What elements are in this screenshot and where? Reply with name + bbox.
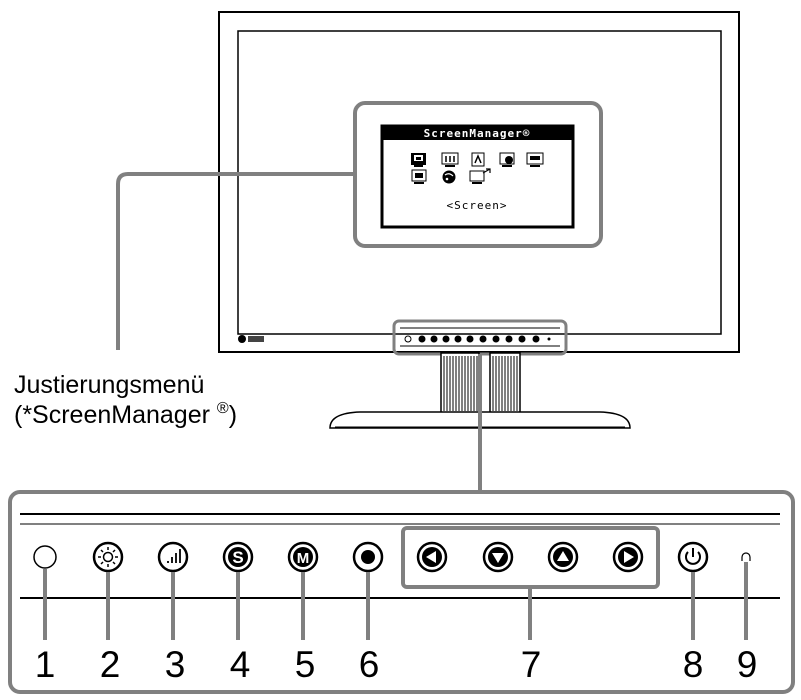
power-button[interactable] — [677, 541, 709, 573]
control-panel-detail: S M — [8, 490, 795, 694]
s-button-icon: S — [232, 548, 243, 567]
menu-icon-color[interactable] — [441, 152, 459, 167]
brightness-icon — [98, 547, 118, 567]
menu-icon-information[interactable] — [411, 169, 427, 184]
arrow-left-icon — [426, 551, 436, 563]
arrow-down-button[interactable] — [482, 541, 514, 573]
callout-number-1: 1 — [35, 644, 56, 685]
screenmanager-title: ScreenManager® — [424, 127, 531, 140]
menu-icon-screen[interactable] — [411, 153, 426, 167]
callout-number-6: 6 — [359, 644, 380, 685]
callout-number-5: 5 — [295, 644, 316, 685]
selected-menu-label: <Screen> — [447, 199, 508, 212]
signal-button[interactable] — [157, 541, 189, 573]
menu-icon-others[interactable] — [526, 152, 544, 167]
callout-number-4: 4 — [230, 644, 251, 685]
arrow-up-icon — [557, 551, 569, 561]
arrow-down-icon — [492, 553, 504, 563]
monitor — [218, 11, 740, 429]
arrow-right-button[interactable] — [612, 541, 644, 573]
sensor-icon — [33, 545, 57, 569]
arrow-buttons-highlight — [401, 526, 660, 589]
arrow-right-icon — [624, 551, 634, 563]
number-leader-lines — [43, 562, 748, 640]
screenmanager-title-bar — [382, 126, 573, 140]
enter-button[interactable] — [352, 541, 384, 573]
menu-icon-language[interactable] — [442, 170, 456, 184]
signal-icon — [167, 549, 181, 563]
callout-number-2: 2 — [100, 644, 121, 685]
callout-number-3: 3 — [165, 644, 186, 685]
menu-icon-power-manager[interactable] — [469, 168, 491, 184]
mode-button[interactable]: M — [287, 541, 319, 573]
s-button[interactable]: S — [222, 541, 254, 573]
screenmanager-highlight: ScreenManager® — [353, 101, 603, 248]
callout-number-7: 7 — [521, 644, 542, 685]
menu-icon-pip[interactable] — [499, 152, 515, 167]
arrow-up-button[interactable] — [547, 541, 579, 573]
callout-line-2: (*ScreenManager ®) — [14, 400, 237, 429]
callout-leader-line — [116, 172, 355, 350]
enter-icon — [361, 550, 375, 564]
power-indicator-icon — [741, 552, 751, 561]
mode-button-icon: M — [297, 550, 310, 567]
arrow-left-button[interactable] — [416, 541, 448, 573]
menu-icon-sound[interactable] — [471, 152, 485, 167]
brightness-button[interactable] — [92, 541, 124, 573]
detail-panel-frame — [8, 490, 795, 694]
callout-line-1: Justierungsmenü — [14, 371, 204, 399]
eizo-logo — [238, 335, 264, 343]
power-icon — [685, 548, 701, 565]
callout-number-9: 9 — [737, 644, 758, 685]
callout-number-8: 8 — [683, 644, 704, 685]
registered-mark: ® — [217, 400, 229, 417]
